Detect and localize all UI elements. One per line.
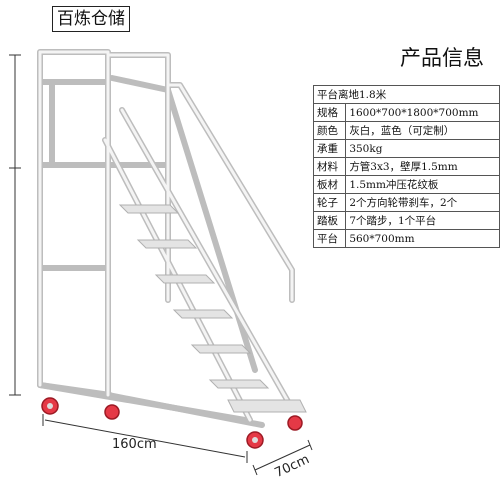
spec-value: 方管3x3，壁厚1.5mm bbox=[345, 157, 500, 176]
spec-key: 规格 bbox=[312, 103, 347, 122]
spec-key: 踏板 bbox=[312, 211, 347, 230]
spec-row: 平台离地1.8米 bbox=[313, 85, 500, 104]
ladder-frame bbox=[37, 49, 295, 428]
brand-label: 百炼仓储 bbox=[52, 6, 130, 32]
product-info-title: 产品信息 bbox=[400, 46, 484, 70]
spec-row: 轮子 2个方向轮带刹车，2个 bbox=[312, 193, 500, 212]
spec-row: 颜色 灰白，蓝色（可定制） bbox=[312, 121, 500, 140]
wheel-icon bbox=[104, 404, 120, 420]
dimension-width-label: 160cm bbox=[112, 437, 157, 452]
spec-key: 平台 bbox=[312, 229, 347, 248]
wheel-icon bbox=[287, 415, 303, 431]
spec-row: 材料 方管3x3，壁厚1.5mm bbox=[312, 157, 500, 176]
spec-cell: 平台离地1.8米 bbox=[313, 85, 500, 104]
spec-row: 板材 1.5mm冲压花纹板 bbox=[312, 175, 500, 194]
spec-value: 560*700mm bbox=[345, 229, 500, 248]
spec-row: 平台 560*700mm bbox=[312, 229, 500, 248]
spec-value: 灰白，蓝色（可定制） bbox=[345, 121, 500, 140]
spec-key: 板材 bbox=[312, 175, 347, 194]
spec-value: 2个方向轮带刹车，2个 bbox=[345, 193, 500, 212]
caster-wheels bbox=[41, 397, 303, 449]
spec-key: 颜色 bbox=[312, 121, 347, 140]
ladder-steps bbox=[118, 204, 307, 413]
spec-row: 规格 1600*700*1800*700mm bbox=[312, 103, 500, 122]
spec-key: 轮子 bbox=[312, 193, 347, 212]
dimension-lines bbox=[9, 54, 313, 476]
spec-table: 平台离地1.8米 规格 1600*700*1800*700mm 颜色 灰白，蓝色… bbox=[312, 85, 500, 248]
